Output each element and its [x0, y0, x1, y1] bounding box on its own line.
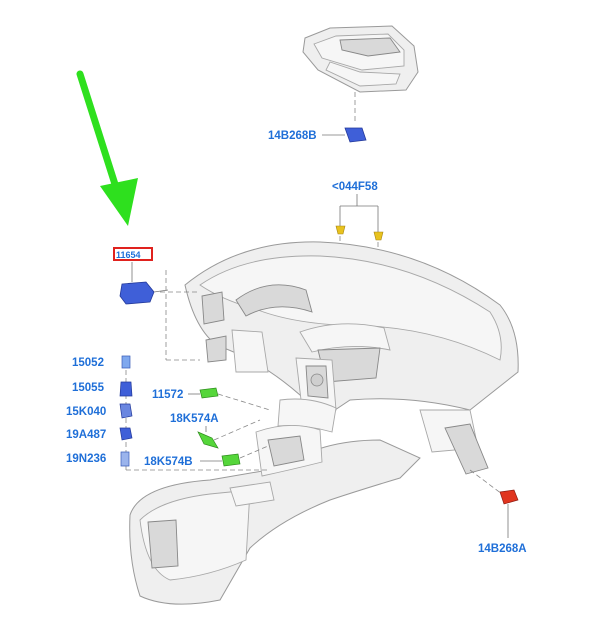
label-11572: 11572 [152, 389, 183, 401]
label-18k574a: 18K574A [170, 413, 219, 425]
overhead-console [302, 25, 419, 124]
hidden-module [113, 247, 200, 361]
label-15k040: 15K040 [66, 406, 106, 418]
part-19a487 [119, 427, 133, 441]
green-parts [188, 387, 271, 467]
part-15k040 [119, 403, 133, 419]
label-18k574b: 18K574B [144, 456, 193, 468]
label-044f58: <044F58 [332, 181, 378, 193]
part-15055 [119, 381, 133, 397]
part-19n236 [120, 451, 130, 467]
highlight-box [113, 247, 153, 261]
label-19n236: 19N236 [66, 453, 106, 465]
bolt-right [373, 231, 384, 241]
lower-switch [469, 469, 519, 538]
part-18k574b [221, 453, 241, 467]
label-14b268b: 14B268B [268, 130, 317, 142]
part-18k574a [197, 431, 219, 449]
pointer-arrow [76, 70, 138, 226]
label-15052: 15052 [72, 357, 104, 369]
label-19a487: 19A487 [66, 429, 106, 441]
label-11654: 11654 [116, 250, 141, 260]
overhead-switch [322, 127, 367, 143]
label-15055: 15055 [72, 382, 105, 394]
floor-console [129, 425, 421, 605]
instrument-panel [184, 241, 519, 475]
part-11572 [199, 387, 219, 399]
bolt-left [335, 225, 346, 235]
left-parts-column [119, 355, 270, 471]
part-15052 [121, 355, 131, 369]
label-14b268a: 14B268A [478, 543, 527, 555]
